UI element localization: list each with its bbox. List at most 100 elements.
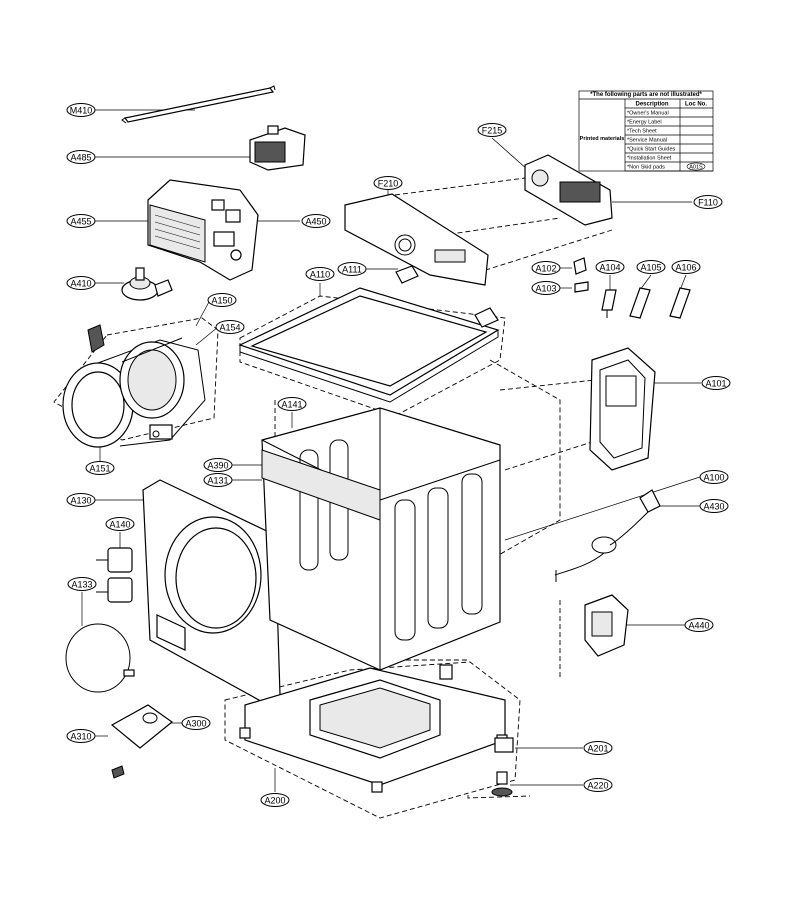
label-f215: F215	[477, 123, 507, 137]
label-bubble	[636, 260, 666, 274]
label-bubble	[699, 499, 729, 513]
label-bubble	[531, 281, 561, 295]
part-a110-top-plate	[238, 287, 500, 403]
label-text: A130	[70, 496, 91, 506]
label-text: A133	[71, 580, 92, 590]
part-a111-bracket	[395, 265, 499, 328]
label-a201: A201	[583, 741, 613, 755]
table-row-loc-bubble	[686, 162, 706, 171]
label-text: A102	[535, 264, 556, 274]
table-row-description: *Service Manual	[627, 138, 667, 144]
part-a150-tub-front	[62, 324, 206, 448]
label-bubble	[595, 260, 625, 274]
table-row-description: *Non Skid pads	[627, 165, 665, 171]
table-title: *The following parts are not illustrated…	[590, 92, 702, 98]
label-text: A154	[219, 323, 240, 333]
table-row-description: *Quick Start Guides	[627, 147, 676, 153]
label-bubble	[373, 176, 403, 190]
label-a111: A111	[337, 262, 367, 276]
label-bubble	[337, 262, 367, 276]
label-bubble	[671, 260, 701, 274]
part-a140-hinges	[96, 547, 133, 603]
label-text: A201	[587, 744, 608, 754]
table-row-description: *Energy Label	[627, 120, 662, 126]
label-a131: A131	[203, 473, 233, 487]
label-text: A100	[703, 473, 724, 483]
label-a300: A300	[181, 716, 211, 730]
label-bubble	[260, 793, 290, 807]
part-a104-a105-a106-dampers	[601, 287, 691, 319]
part-a102-a103	[573, 257, 589, 293]
label-f210: F210	[373, 176, 403, 190]
table-row-description: *Owner's Manual	[627, 111, 669, 117]
label-text: A390	[207, 461, 228, 471]
label-text: A430	[703, 502, 724, 512]
label-bubble	[531, 261, 561, 275]
table-row-loc: A01S	[689, 165, 703, 171]
label-text: A104	[599, 263, 620, 273]
part-a200-base	[239, 664, 508, 793]
label-a390: A390	[203, 458, 233, 472]
label-text: A310	[70, 732, 91, 742]
label-a410: A410	[66, 276, 96, 290]
label-bubble	[684, 618, 714, 632]
table-row-description: *Tech Sheet	[627, 129, 657, 135]
label-a133: A133	[67, 577, 97, 591]
label-a450: A450	[301, 214, 331, 228]
label-a141: A141	[277, 397, 307, 411]
label-a102: A102	[531, 261, 561, 275]
label-bubble	[699, 470, 729, 484]
label-text: A485	[70, 153, 91, 163]
label-bubble	[66, 103, 96, 117]
label-text: A440	[688, 621, 709, 631]
part-a133-clamp-ring	[65, 623, 135, 693]
label-bubble	[66, 214, 96, 228]
label-text: M410	[70, 106, 93, 116]
part-a410-actuator	[121, 267, 173, 301]
label-bubble	[85, 461, 115, 475]
label-text: A151	[89, 464, 110, 474]
part-m410-bracket	[121, 85, 276, 124]
part-a101-rear-panel	[589, 347, 656, 471]
part-f215-f110-display-pcb	[524, 154, 613, 226]
label-a220: A220	[583, 778, 613, 792]
label-a150: A150	[207, 293, 237, 307]
label-m410: M410	[66, 103, 96, 117]
label-bubble	[583, 741, 613, 755]
label-bubble	[693, 195, 723, 209]
part-a440-filter	[584, 594, 629, 657]
part-a485-module	[249, 125, 306, 171]
label-a130: A130	[66, 493, 96, 507]
label-text: A140	[109, 520, 130, 530]
label-bubble	[181, 716, 211, 730]
part-a100-cabinet	[261, 407, 501, 671]
label-bubble	[105, 517, 135, 531]
label-text: A103	[535, 284, 556, 294]
label-text: F110	[698, 198, 718, 208]
label-text: A141	[281, 400, 302, 410]
label-text: A300	[185, 719, 206, 729]
label-a485: A485	[66, 150, 96, 164]
label-text: A111	[342, 265, 362, 275]
label-a103: A103	[531, 281, 561, 295]
part-a430-power-cord	[554, 489, 661, 582]
label-a104: A104	[595, 260, 625, 274]
label-a151: A151	[85, 461, 115, 475]
label-text: A220	[587, 781, 608, 791]
label-a154: A154	[215, 320, 245, 334]
label-text: A101	[705, 379, 726, 389]
label-bubble	[203, 458, 233, 472]
part-a455-a450-pcb	[147, 179, 259, 281]
label-text: A150	[211, 296, 232, 306]
table-header-loc: Loc No.	[685, 102, 707, 108]
label-bubble	[701, 376, 731, 390]
label-bubble	[305, 267, 335, 281]
label-bubble	[66, 276, 96, 290]
label-bubble	[203, 473, 233, 487]
label-text: A200	[264, 796, 285, 806]
label-a106: A106	[671, 260, 701, 274]
part-a201-a220-feet	[491, 737, 514, 797]
label-bubble	[207, 293, 237, 307]
